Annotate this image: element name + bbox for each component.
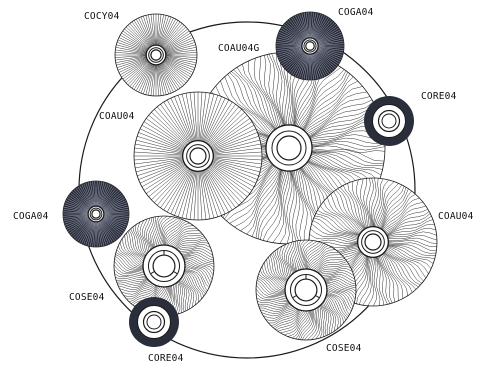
brush-coga04-left [63, 181, 129, 247]
label-coau04g: COAU04G [218, 43, 260, 54]
label-coau04-left: COAU04 [99, 111, 135, 122]
brush-group [63, 12, 437, 347]
brush-coga04-top [276, 12, 344, 80]
brush-coau04-left [134, 92, 262, 220]
brush-cocy04 [115, 14, 197, 96]
label-cocy04: COCY04 [84, 11, 120, 22]
brush-core04-bottom [129, 297, 179, 347]
brush-core04-right [364, 96, 414, 146]
label-core04-bottom: CORE04 [148, 353, 184, 364]
label-cose04-left: COSE04 [69, 292, 105, 303]
label-coau04-right: COAU04 [438, 211, 474, 222]
label-core04-right: CORE04 [421, 91, 457, 102]
label-coga04-top: COGA04 [338, 7, 374, 18]
label-coga04-left: COGA04 [13, 211, 49, 222]
brush-cose04-right [256, 240, 356, 340]
label-cose04-bottom: COSE04 [326, 343, 362, 354]
